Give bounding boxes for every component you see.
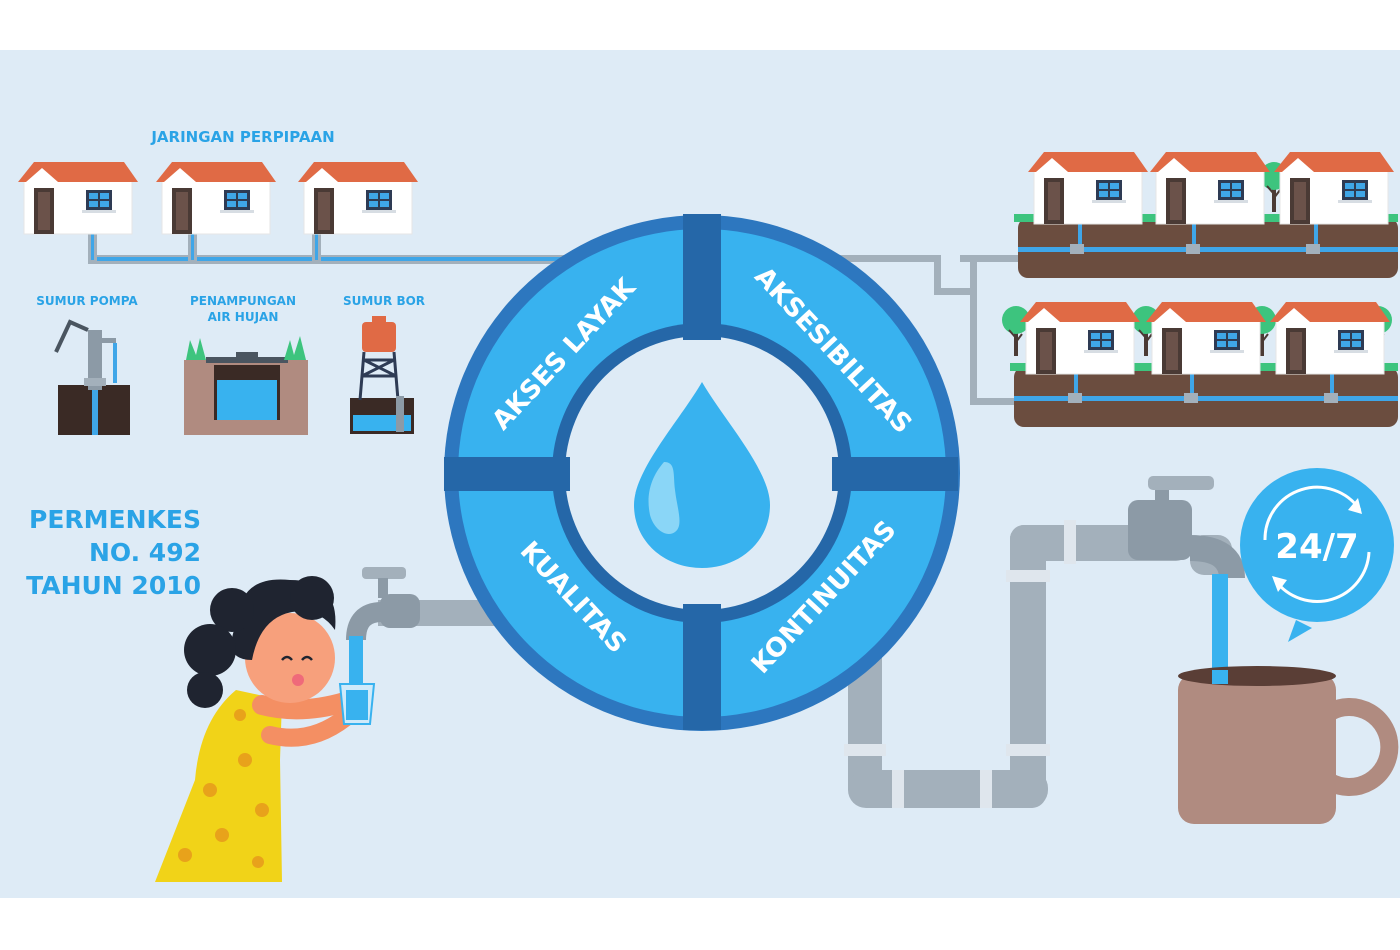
piped-network-section: JARINGAN PERPIPAAN	[17, 128, 588, 264]
permenkes-block: PERMENKES NO. 492 TAHUN 2010	[26, 505, 201, 600]
house-icon	[155, 161, 277, 235]
house-icon	[1027, 151, 1149, 225]
house-icon	[1019, 301, 1141, 375]
house-icon	[1149, 151, 1271, 225]
community-lower	[1001, 301, 1398, 427]
penampungan-label-line1: PENAMPUNGAN	[190, 294, 296, 308]
community-upper	[1014, 151, 1398, 278]
refresh-cycle-icon	[1263, 485, 1371, 603]
sumur-bor-label: SUMUR BOR	[343, 294, 425, 308]
jaringan-perpipaan-label: JARINGAN PERPIPAAN	[150, 128, 334, 146]
house-icon	[1273, 151, 1395, 225]
house-icon	[17, 161, 139, 235]
rain-tank-icon	[184, 336, 308, 435]
permenkes-line2: NO. 492	[89, 538, 201, 567]
water-sources-section: SUMUR POMPA PENAMPUNGAN AIR HUJAN SUMUR …	[36, 294, 425, 435]
house-icon	[1269, 301, 1391, 375]
ring-band-top	[683, 214, 721, 340]
ring-band-bottom	[683, 604, 721, 730]
badge-24-7-text: 24/7	[1275, 527, 1358, 567]
faucet-icon	[1128, 476, 1245, 684]
left-faucet	[346, 567, 420, 686]
house-icon	[297, 161, 419, 235]
hand-pump-icon	[54, 319, 130, 435]
ring-band-right	[832, 457, 958, 491]
availability-badge: 24/7	[1240, 468, 1394, 642]
permenkes-line1: PERMENKES	[29, 505, 201, 534]
right-pipe-connection	[800, 255, 1020, 405]
permenkes-line3: TAHUN 2010	[26, 571, 201, 600]
girl-illustration	[155, 576, 376, 882]
sumur-pompa-label: SUMUR POMPA	[36, 294, 138, 308]
water-tower-icon	[350, 316, 414, 434]
mug-icon	[1178, 666, 1399, 824]
penampungan-label-line2: AIR HUJAN	[208, 310, 279, 324]
house-icon	[1145, 301, 1267, 375]
ring-band-left	[444, 457, 570, 491]
water-ring: AKSES LAYAK AKSESIBILITAS KUALITAS KONTI…	[444, 214, 960, 731]
